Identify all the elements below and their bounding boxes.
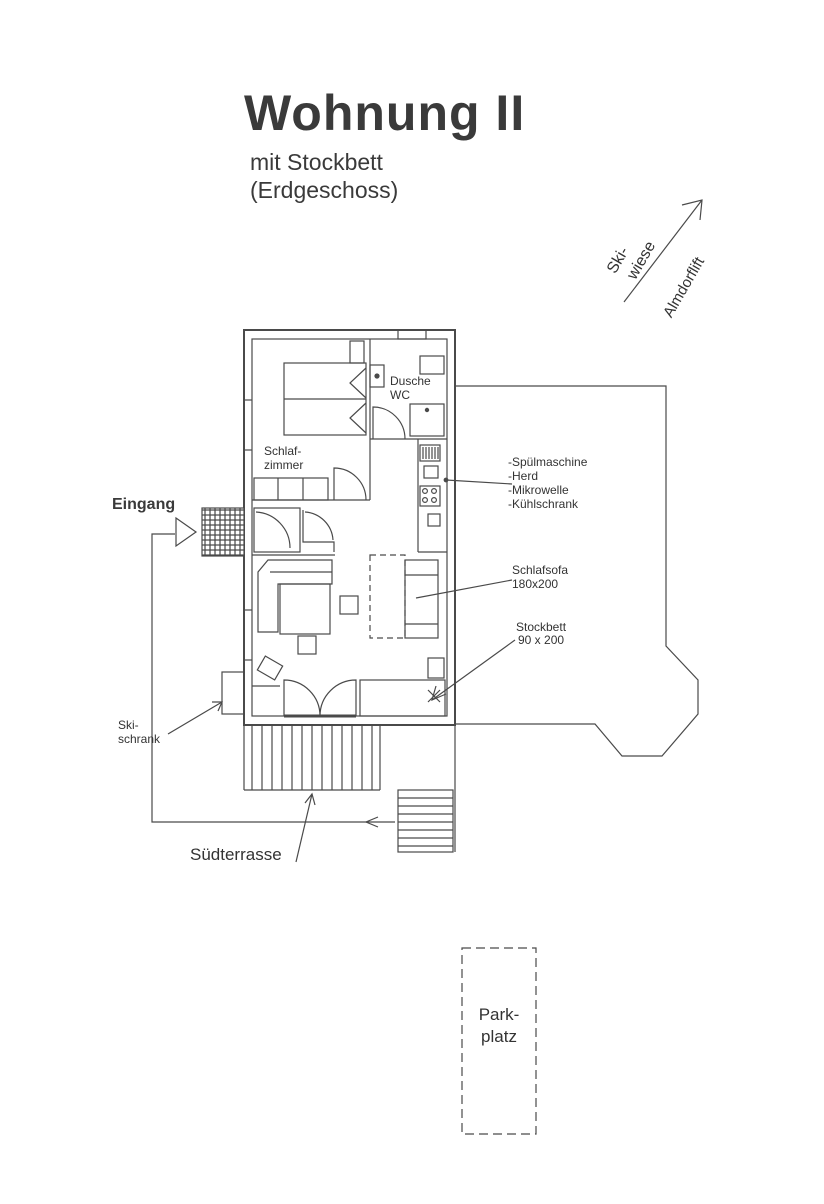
bunk-bed-size: 90 x 200 xyxy=(518,633,565,647)
bedroom xyxy=(252,339,371,501)
sofa-bed-size: 180x200 xyxy=(512,577,559,591)
coffee-table xyxy=(339,595,359,615)
hall-door xyxy=(302,510,335,552)
parking-label-1: Park- xyxy=(478,1005,520,1024)
parking-space xyxy=(461,947,537,1135)
building-outer-wall xyxy=(243,329,456,726)
garden-boundary xyxy=(455,385,699,757)
bedroom-door xyxy=(333,467,367,501)
south-terrace xyxy=(243,724,456,853)
entrance-arrow xyxy=(175,516,198,548)
bunk-bed-label: Stockbett xyxy=(516,620,567,634)
bedside-table xyxy=(349,340,365,364)
living-area xyxy=(252,554,446,718)
side-chair xyxy=(256,655,284,681)
subtitle-line-1: mit Stockbett xyxy=(250,149,383,175)
kitchen-item-stove: -Herd xyxy=(508,469,539,483)
bathroom-label-2: WC xyxy=(390,388,410,402)
entrance-label: Eingang xyxy=(112,496,176,513)
corner-sofa xyxy=(257,559,333,633)
direction-arrow xyxy=(623,199,703,303)
sofa-bed-label: Schlafsofa xyxy=(512,563,569,577)
terrace-label: Südterrasse xyxy=(190,845,282,864)
kitchen-item-fridge: -Kühlschrank xyxy=(508,497,579,511)
ski-cabinet-label-1: Ski- xyxy=(118,718,139,732)
ski-cabinet xyxy=(221,671,245,715)
subtitle-line-2: (Erdgeschoss) xyxy=(250,177,399,203)
leader-lines xyxy=(167,477,516,863)
kitchen xyxy=(417,439,447,553)
bathroom-label-1: Dusche xyxy=(390,374,431,388)
entrance-path xyxy=(151,516,395,828)
kitchen-item-microwave: -Mikrowelle xyxy=(508,483,569,497)
bunk-bed xyxy=(359,679,446,717)
parking-label: Park- platz xyxy=(464,1004,534,1048)
bedroom-label-2: zimmer xyxy=(264,458,304,472)
entrance-mat xyxy=(201,507,245,557)
page-subtitle: mit Stockbett (Erdgeschoss) xyxy=(250,148,398,204)
bathroom xyxy=(369,355,447,440)
armchair xyxy=(279,583,331,635)
bedroom-label-1: Schlaf- xyxy=(264,444,302,458)
bathroom-door xyxy=(372,406,406,440)
kitchen-item-dishwasher: -Spülmaschine xyxy=(508,455,588,469)
hallway xyxy=(201,507,335,557)
terrace-double-door xyxy=(283,679,357,717)
parking-label-2: platz xyxy=(481,1027,517,1046)
ski-cabinet-label-2: schrank xyxy=(118,732,161,746)
page-title: Wohnung II xyxy=(244,85,526,141)
bedroom-wardrobe xyxy=(253,477,329,501)
terrace-steps xyxy=(397,789,454,853)
sofa-bed xyxy=(404,559,439,639)
